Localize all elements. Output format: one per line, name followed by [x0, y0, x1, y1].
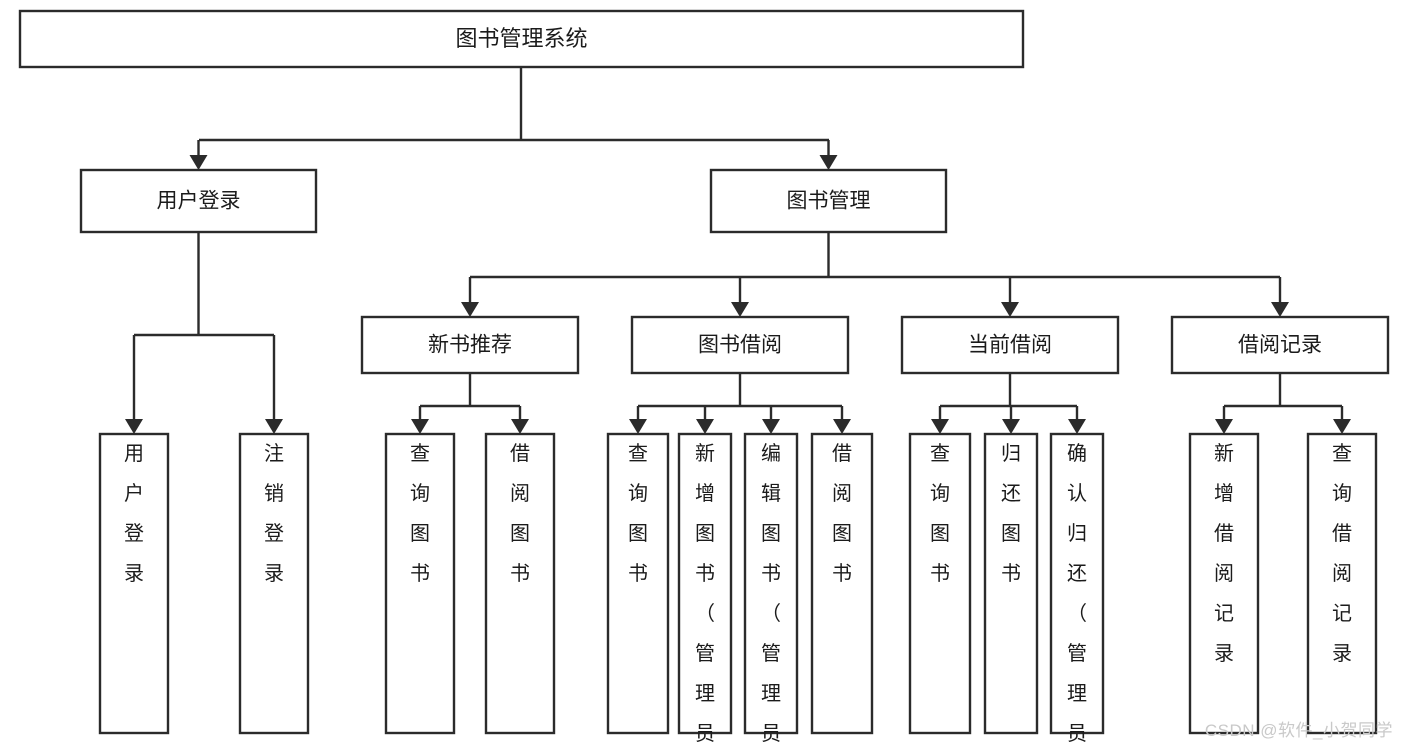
arrow-head [1215, 419, 1233, 434]
node-当前借阅-submodule[interactable]: 当前借阅 [900, 315, 1120, 375]
arrow-head [833, 419, 851, 434]
node-编辑图书管理员-leaf-6[interactable]: 编辑图书（管理员） [743, 432, 799, 747]
node-借阅记录-submodule[interactable]: 借阅记录 [1170, 315, 1390, 375]
arrow-head [696, 419, 714, 434]
node-rect[interactable] [1049, 432, 1105, 735]
node-rect[interactable] [743, 432, 799, 735]
node-label: 图书借阅 [698, 334, 782, 357]
node-用户登录-module[interactable]: 用户登录 [79, 168, 318, 234]
arrow-head [511, 419, 529, 434]
arrow-head [931, 419, 949, 434]
node-rect[interactable] [677, 432, 733, 735]
node-新书推荐-submodule[interactable]: 新书推荐 [360, 315, 580, 375]
arrow-head [1002, 419, 1020, 434]
node-图书借阅-submodule[interactable]: 图书借阅 [630, 315, 850, 375]
arrow-head [762, 419, 780, 434]
node-rect[interactable] [18, 9, 1025, 69]
arrow-head [731, 302, 749, 317]
node-注销登录-leaf-1[interactable]: 注销登录 [238, 432, 310, 735]
node-归还图书-leaf-9[interactable]: 归还图书 [983, 432, 1039, 735]
node-label: 新增图书（管理员） [695, 442, 715, 747]
node-rect[interactable] [79, 168, 318, 234]
node-label: 归还图书 [1001, 442, 1021, 585]
arrow-head [461, 302, 479, 317]
arrow-head [1068, 419, 1086, 434]
node-rect[interactable] [900, 315, 1120, 375]
watermark-text: CSDN @软件_小贺同学 [1204, 721, 1393, 740]
node-rect[interactable] [98, 432, 170, 735]
node-label: 新书推荐 [428, 334, 512, 357]
node-新增借阅记录-leaf-11[interactable]: 新增借阅记录 [1188, 432, 1260, 735]
node-rect[interactable] [238, 432, 310, 735]
arrow-head [265, 419, 283, 434]
node-查询图书-leaf-4[interactable]: 查询图书 [606, 432, 670, 735]
node-label: 用户登录 [157, 190, 241, 213]
connector-layer [125, 67, 1351, 434]
node-label: 确认归还（管理员） [1067, 442, 1087, 747]
node-label: 查询借阅记录 [1332, 442, 1352, 665]
arrow-head [411, 419, 429, 434]
arrow-head [189, 155, 208, 170]
node-rect[interactable] [983, 432, 1039, 735]
node-label: 注销登录 [264, 442, 284, 585]
node-图书管理系统-root[interactable]: 图书管理系统 [18, 9, 1025, 69]
node-用户登录-leaf-0[interactable]: 用户登录 [98, 432, 170, 735]
arrow-head [1001, 302, 1019, 317]
arrow-head [629, 419, 647, 434]
node-rect[interactable] [1170, 315, 1390, 375]
node-确认归还管理员-leaf-10[interactable]: 确认归还（管理员） [1049, 432, 1105, 747]
node-label: 编辑图书（管理员） [761, 442, 781, 747]
node-rect[interactable] [709, 168, 948, 234]
node-label: 图书管理系统 [455, 26, 587, 51]
node-label: 查询图书 [628, 442, 648, 585]
node-rect[interactable] [360, 315, 580, 375]
node-label: 查询图书 [410, 442, 430, 585]
node-图书管理-module[interactable]: 图书管理 [709, 168, 948, 234]
node-rect[interactable] [1306, 432, 1378, 735]
node-rect[interactable] [630, 315, 850, 375]
node-rect[interactable] [384, 432, 456, 735]
node-借阅图书-leaf-7[interactable]: 借阅图书 [810, 432, 874, 735]
node-查询图书-leaf-8[interactable]: 查询图书 [908, 432, 972, 735]
node-借阅图书-leaf-3[interactable]: 借阅图书 [484, 432, 556, 735]
node-label: 借阅记录 [1238, 334, 1322, 357]
node-rect[interactable] [484, 432, 556, 735]
node-label: 借阅图书 [510, 442, 530, 585]
node-label: 图书管理 [787, 190, 871, 213]
node-label: 当前借阅 [968, 334, 1052, 357]
node-新增图书管理员-leaf-5[interactable]: 新增图书（管理员） [677, 432, 733, 747]
node-label: 用户登录 [124, 443, 144, 585]
node-查询借阅记录-leaf-12[interactable]: 查询借阅记录 [1306, 432, 1378, 735]
arrow-head [1271, 302, 1289, 317]
node-label: 新增借阅记录 [1214, 442, 1234, 665]
node-label: 借阅图书 [832, 442, 852, 585]
node-layer: 图书管理系统用户登录图书管理新书推荐图书借阅当前借阅借阅记录用户登录注销登录查询… [18, 9, 1390, 747]
arrow-head [1333, 419, 1351, 434]
node-rect[interactable] [606, 432, 670, 735]
node-rect[interactable] [810, 432, 874, 735]
node-label: 查询图书 [930, 442, 950, 585]
arrow-head [819, 155, 838, 170]
node-查询图书-leaf-2[interactable]: 查询图书 [384, 432, 456, 735]
arrow-head [125, 419, 143, 434]
node-rect[interactable] [1188, 432, 1260, 735]
node-rect[interactable] [908, 432, 972, 735]
